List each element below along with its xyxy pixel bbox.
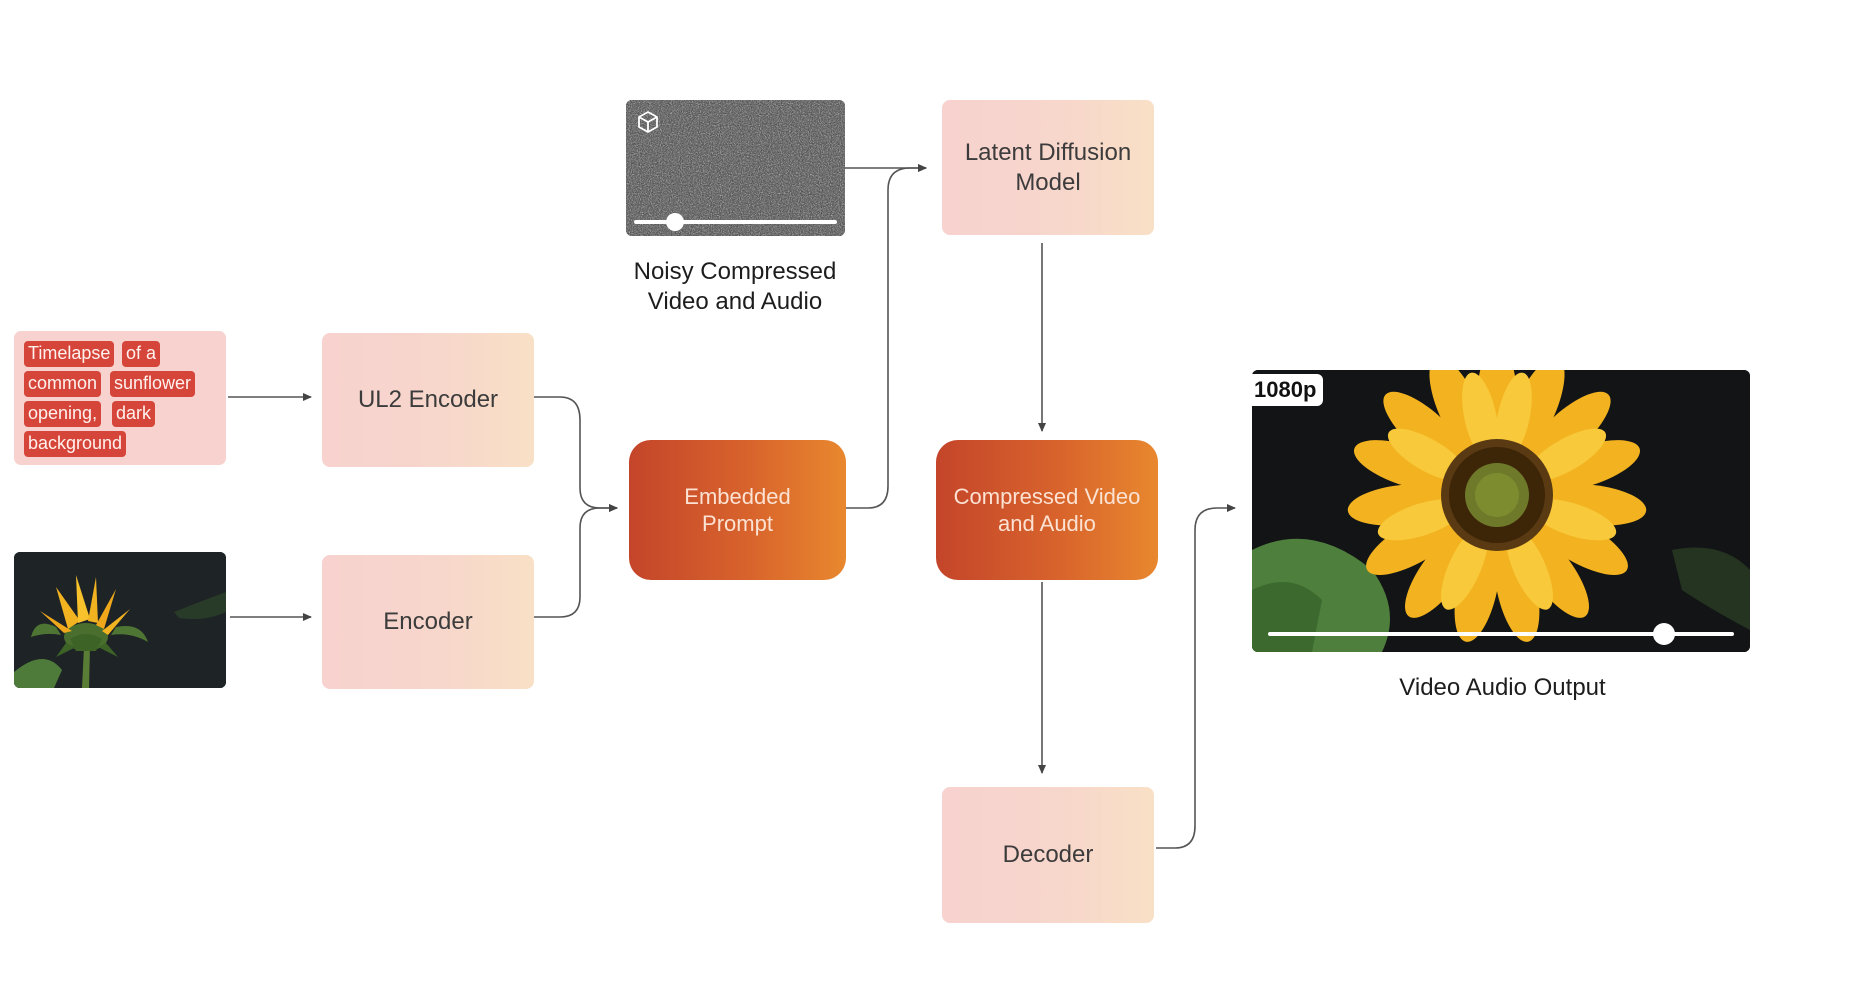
noisy-progress-track xyxy=(634,220,837,224)
prompt-word-tag: background xyxy=(24,431,127,457)
prompt-word-tag: sunflower xyxy=(110,371,196,397)
noisy-video-thumbnail xyxy=(626,100,845,236)
text-prompt-card: Timelapse of a common sunflower opening,… xyxy=(14,331,226,465)
noise-texture xyxy=(626,100,845,236)
prompt-word-tag: common xyxy=(24,371,102,397)
output-progress-knob[interactable] xyxy=(1653,623,1676,645)
ul2-encoder-box: UL2 Encoder xyxy=(322,333,534,467)
compressed-video-audio-box: Compressed Video and Audio xyxy=(936,440,1158,580)
sunflower-bud-image xyxy=(14,552,226,688)
input-image-thumbnail xyxy=(14,552,226,688)
encoder-label: Encoder xyxy=(383,608,473,635)
latent-diffusion-line2: Model xyxy=(1015,168,1081,196)
prompt-word-tag: Timelapse xyxy=(24,341,115,367)
prompt-word-tag: of a xyxy=(122,341,161,367)
compressed-line2: and Audio xyxy=(998,511,1096,536)
noisy-caption-line2: Video and Audio xyxy=(647,288,823,315)
ul2-encoder-label: UL2 Encoder xyxy=(357,386,499,413)
embedded-prompt-line1: Embedded xyxy=(684,484,791,509)
prompt-word-tag: opening, xyxy=(24,401,102,427)
noisy-progress-knob[interactable] xyxy=(665,213,684,231)
output-video-frame xyxy=(1252,370,1750,652)
decoder-label: Decoder xyxy=(1002,841,1094,868)
arrow-embedded-to-diffusion xyxy=(845,164,927,509)
cube-icon xyxy=(638,111,658,133)
embedded-prompt-box: Embedded Prompt xyxy=(629,440,846,580)
arrow-decoder-to-output xyxy=(1156,504,1236,849)
decoder-box: Decoder xyxy=(942,787,1154,923)
latent-diffusion-line1: Latent Diffusion xyxy=(964,138,1132,166)
arrow-ul2-to-embedded xyxy=(532,396,618,512)
encoder-box: Encoder xyxy=(322,555,534,689)
prompt-word-tag: dark xyxy=(112,401,156,427)
latent-diffusion-box: Latent Diffusion Model xyxy=(942,100,1154,235)
noisy-caption-line1: Noisy Compressed xyxy=(633,258,837,285)
compressed-line1: Compressed Video xyxy=(953,484,1141,509)
noisy-caption: Noisy Compressed Video and Audio xyxy=(615,257,855,317)
output-caption: Video Audio Output xyxy=(1399,674,1606,701)
embedded-prompt-line2: Prompt xyxy=(702,511,773,536)
output-progress-track xyxy=(1268,632,1734,636)
arrow-encoder-to-embedded xyxy=(532,504,618,618)
sunflower-output-image xyxy=(1252,370,1750,652)
resolution-badge: 1080p xyxy=(1247,374,1324,406)
